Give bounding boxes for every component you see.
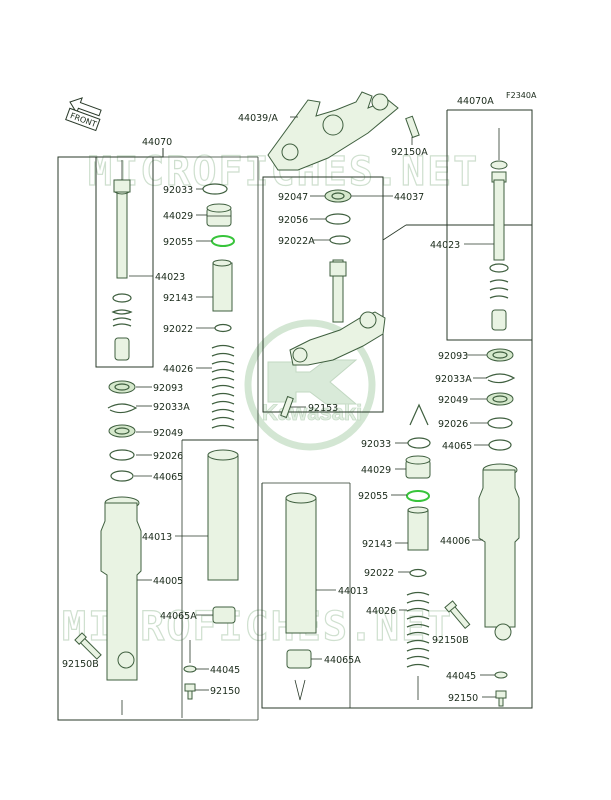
label-left-92093: 92093 [153,383,183,394]
label-left-92033A: 92033A [153,402,190,413]
label-left-92150: 92150 [210,686,240,697]
diagram-code: F2340A [506,91,537,100]
left-rod-washer [112,293,132,303]
label-92056: 92056 [278,215,308,226]
left-cartridge-box [95,156,154,368]
left-inner-tube [207,454,239,581]
label-right-44029: 44029 [361,465,391,476]
label-right-44065A: 44065A [324,655,361,666]
leader-lines [129,116,496,698]
label-left-44026: 44026 [163,364,193,375]
label-left-92022: 92022 [163,324,193,335]
stem-box [262,176,384,413]
label-right-44026: 44026 [366,606,396,617]
right-spacer [407,509,429,551]
label-44070A: 44070A [457,96,494,107]
label-left-44045: 44045 [210,665,240,676]
left-spacer [212,262,233,312]
label-left-44065A: 44065A [160,611,197,622]
part-labels: 44070 44070A 44039/A 92150A 44037 92047 … [62,96,494,704]
label-right-92150B: 92150B [432,635,469,646]
label-92153: 92153 [308,403,338,414]
label-right-92055: 92055 [358,491,388,502]
right-outer-tube [478,463,520,641]
left-outer-tube [100,496,142,681]
label-left-44013: 44013 [142,532,172,543]
label-right-92026: 92026 [438,419,468,430]
right-inner-tube [285,497,317,634]
label-right-92150: 92150 [448,693,478,704]
label-left-92026: 92026 [153,451,183,462]
label-left-92049: 92049 [153,428,183,439]
stem-shaft [332,259,344,323]
steering-stem [267,91,420,419]
right-damper-rod [493,179,505,261]
label-right-92033: 92033 [361,439,391,450]
label-right-92049: 92049 [438,395,468,406]
right-spring [406,591,430,668]
label-left-44023: 44023 [155,272,185,283]
label-44037: 44037 [394,192,424,203]
label-left-92150B: 92150B [62,659,99,670]
label-right-92143: 92143 [362,539,392,550]
left-pinch-bolt [74,632,102,660]
label-left-44005: 44005 [153,576,183,587]
lower-triple-clamp [289,311,386,366]
label-right-44065: 44065 [442,441,472,452]
left-fork [74,160,239,715]
label-left-44065: 44065 [153,472,183,483]
left-oil-seal [108,380,136,394]
left-spring [211,344,235,429]
label-left-92033: 92033 [163,185,193,196]
label-left-44029: 44029 [163,211,193,222]
label-44039A: 44039/A [238,113,278,124]
label-right-92093: 92093 [438,351,468,362]
front-arrow-icon: FRONT [65,97,102,132]
label-left-92055: 92055 [163,237,193,248]
label-right-44045: 44045 [446,671,476,682]
label-right-44023: 44023 [430,240,460,251]
label-right-92033A: 92033A [435,374,472,385]
right-fork [285,128,520,707]
assembly-boxes [57,109,533,721]
left-cap-bolt [206,203,232,227]
label-right-92022: 92022 [364,568,394,579]
label-right-44013: 44013 [338,586,368,597]
label-left-92143: 92143 [163,293,193,304]
left-damper-rod [116,189,128,279]
label-92047: 92047 [278,192,308,203]
label-92022A: 92022A [278,236,315,247]
left-oring [211,235,235,247]
label-92150A: 92150A [391,147,428,158]
label-right-44006: 44006 [440,536,470,547]
label-44070: 44070 [142,137,172,148]
